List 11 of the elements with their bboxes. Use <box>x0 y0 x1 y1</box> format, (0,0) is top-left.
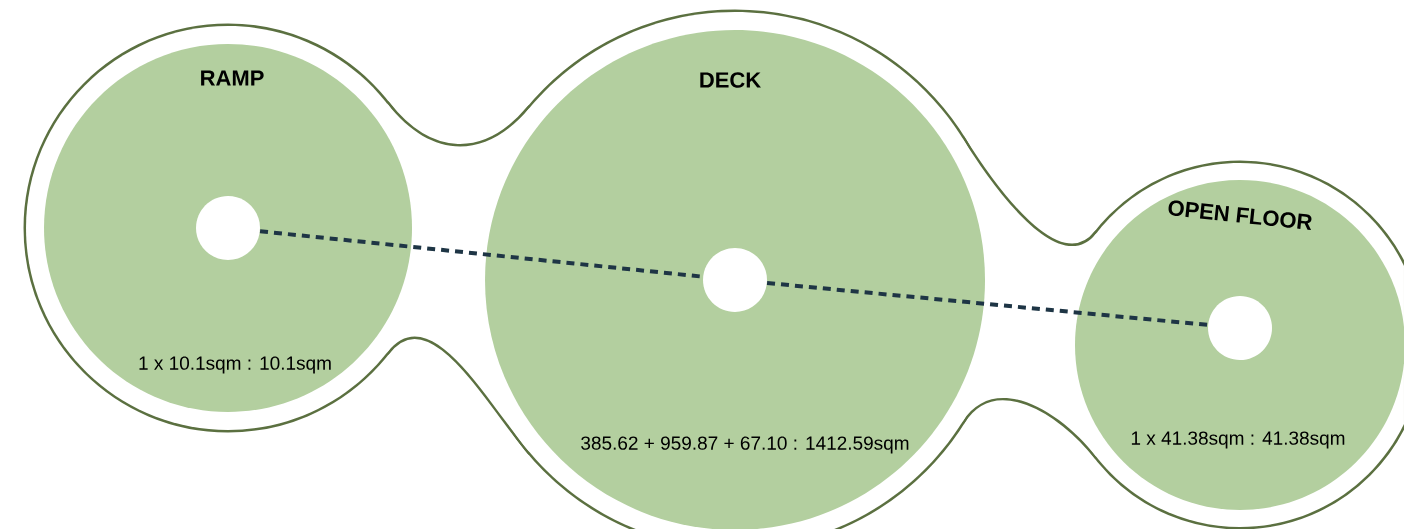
area-size: 385.62 + 959.87 + 67.10 : 1412.59sqm <box>581 436 909 454</box>
center-dot <box>703 248 767 312</box>
area-title: OPEN FLOOR <box>1168 200 1312 231</box>
center-dot <box>1208 296 1272 360</box>
area-size: 1 x 41.38sqm : 41.38sqm <box>1131 431 1345 449</box>
area-circle <box>44 44 412 412</box>
area-title: RAMP <box>201 70 264 86</box>
area-size: 1 x 10.1sqm : 10.1sqm <box>139 356 331 374</box>
center-dot <box>196 196 260 260</box>
dotted-connector <box>766 281 1209 327</box>
area-title: DECK <box>700 72 761 88</box>
